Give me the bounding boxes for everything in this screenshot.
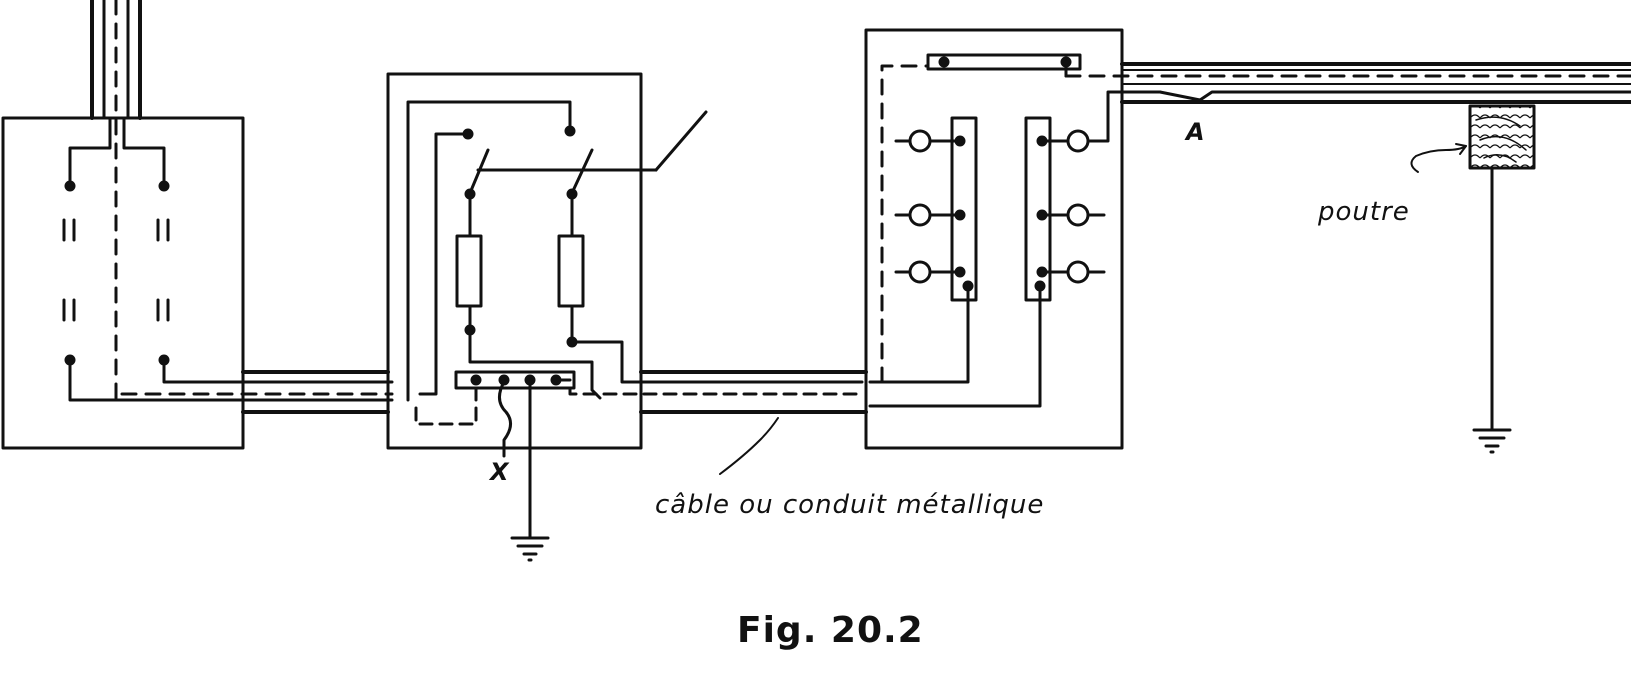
cable-segment-3 xyxy=(1120,62,1631,104)
cable-segment-1 xyxy=(241,370,390,414)
beam-label: poutre xyxy=(1318,197,1410,227)
point-x-label: X xyxy=(490,458,509,486)
fuse-panel xyxy=(1,0,394,450)
figure-caption: Fig. 20.2 xyxy=(737,610,924,651)
ground-symbol-beam xyxy=(1472,428,1512,454)
beam xyxy=(1410,104,1536,432)
terminal-box xyxy=(864,28,1631,450)
cable-label: câble ou conduit métallique xyxy=(655,490,1045,520)
cable-segment-2 xyxy=(639,370,868,475)
ground-symbol-switch xyxy=(510,536,550,562)
point-a-label: A xyxy=(1186,118,1205,146)
switch-box xyxy=(386,72,864,540)
